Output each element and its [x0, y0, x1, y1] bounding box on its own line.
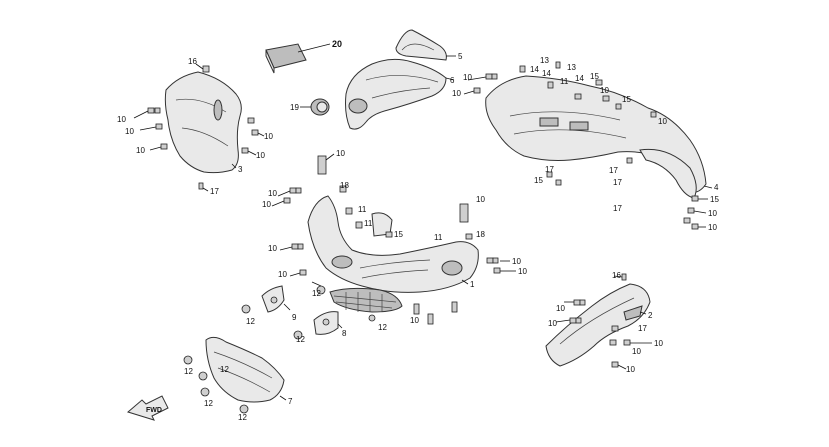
callout-15-a: 15: [590, 72, 599, 81]
callout-10-left-4: 10: [264, 132, 273, 141]
callout-10-right-4: 10: [632, 347, 641, 356]
callout-10-left-1: 10: [117, 115, 126, 124]
callout-10-right-1: 10: [556, 304, 565, 313]
callout-10-right-3: 10: [654, 339, 663, 348]
callout-15-rear: 15: [534, 176, 543, 185]
callout-15-front: 15: [394, 230, 403, 239]
callout-6: 6: [450, 76, 455, 85]
callout-10-left-3: 10: [136, 146, 145, 155]
callout-8: 8: [342, 329, 347, 338]
callout-12-bracket-9: 12: [246, 317, 255, 326]
fasteners-right-panel: [555, 273, 652, 370]
part-19-cap: [300, 98, 330, 116]
callout-10-front-9: 10: [410, 316, 419, 325]
part-3-left-side-panel: [164, 71, 242, 174]
callout-10-front-2: 10: [268, 189, 277, 198]
callout-10-rear-3: 10: [452, 89, 461, 98]
part-1-front-fascia: [307, 195, 479, 313]
callout-10-left-5: 10: [256, 151, 265, 160]
callout-14-b: 14: [575, 74, 584, 83]
callout-12-skid-4: 12: [238, 413, 247, 422]
callout-7: 7: [288, 397, 293, 406]
callout-5: 5: [458, 52, 463, 61]
callout-18-front-2: 18: [476, 230, 485, 239]
callout-12-bracket-8: 12: [296, 335, 305, 344]
part-5-visor: [395, 29, 456, 61]
callout-10-rear-2: 10: [463, 73, 472, 82]
callout-10-front-6: 10: [278, 270, 287, 279]
callout-12-center: 12: [378, 323, 387, 332]
part-20-pad: [265, 43, 331, 74]
part-4-rear-fender: [485, 75, 713, 199]
callout-9: 9: [292, 313, 297, 322]
callout-15-b: 15: [622, 95, 631, 104]
part-8-bracket: [293, 311, 343, 340]
forward-arrow-label: FWD: [146, 407, 162, 414]
callout-17-right: 17: [638, 324, 647, 333]
callout-10-right-2: 10: [548, 319, 557, 328]
callout-12-front: 12: [312, 289, 321, 298]
part-6-headlight-cover: [345, 58, 455, 130]
callout-14-rear: 10: [658, 117, 667, 126]
callout-17-left: 17: [210, 187, 219, 196]
callout-1: 1: [470, 280, 475, 289]
callout-13-b: 13: [567, 63, 576, 72]
callout-14-c: 14: [542, 69, 551, 78]
callout-10-front-7: 10: [512, 257, 521, 266]
fastener-12-center: [368, 314, 376, 322]
callout-10-rear-5: 10: [708, 223, 717, 232]
fasteners-front-fascia: [271, 153, 516, 325]
callout-4: 4: [714, 183, 719, 192]
callout-12-skid-3: 12: [204, 399, 213, 408]
callout-2: 2: [648, 311, 653, 320]
callout-17-rear-2: 17: [609, 166, 618, 175]
callout-17-rear-3: 17: [613, 178, 622, 187]
callout-17-rear-1: 17: [545, 165, 554, 174]
fasteners-left-panel: [133, 63, 265, 192]
callout-10-rear-4: 10: [708, 209, 717, 218]
callout-10-front-3: 10: [262, 200, 271, 209]
callout-16-top: 16: [188, 57, 197, 66]
callout-15-rear-2: 15: [710, 195, 719, 204]
callout-12-skid-1: 12: [184, 367, 193, 376]
callout-10-left-2: 10: [125, 127, 134, 136]
callout-10-front-8: 10: [518, 267, 527, 276]
callout-13-a: 13: [540, 56, 549, 65]
callout-19: 19: [290, 103, 299, 112]
callout-10-rear-1: 10: [600, 86, 609, 95]
part-7-skid-plate: [183, 336, 287, 414]
part-9-bracket: [241, 285, 291, 314]
fasteners-rear-fender: [463, 61, 708, 230]
callout-11-front-1: 11: [358, 205, 367, 214]
part-2-right-side-panel: [545, 283, 651, 367]
callout-10-front-4: 10: [476, 195, 485, 204]
callout-3: 3: [238, 165, 243, 174]
callout-18-front: 18: [340, 181, 349, 190]
callout-20: 20: [332, 39, 342, 49]
callout-11-front-2: 11: [364, 219, 373, 228]
callout-11-front-3: 11: [434, 233, 443, 242]
callout-10-front-1: 10: [336, 149, 345, 158]
callout-14-a: 14: [530, 65, 539, 74]
forward-direction-arrow: FWD: [126, 395, 169, 421]
callout-17-rear-4: 17: [613, 204, 622, 213]
callout-16-right: 16: [612, 271, 621, 280]
callout-10-front-5: 10: [268, 244, 277, 253]
callout-10-right-5: 10: [626, 365, 635, 374]
callout-12-skid-2: 12: [220, 365, 229, 374]
callout-11-rear: 11: [560, 77, 569, 86]
